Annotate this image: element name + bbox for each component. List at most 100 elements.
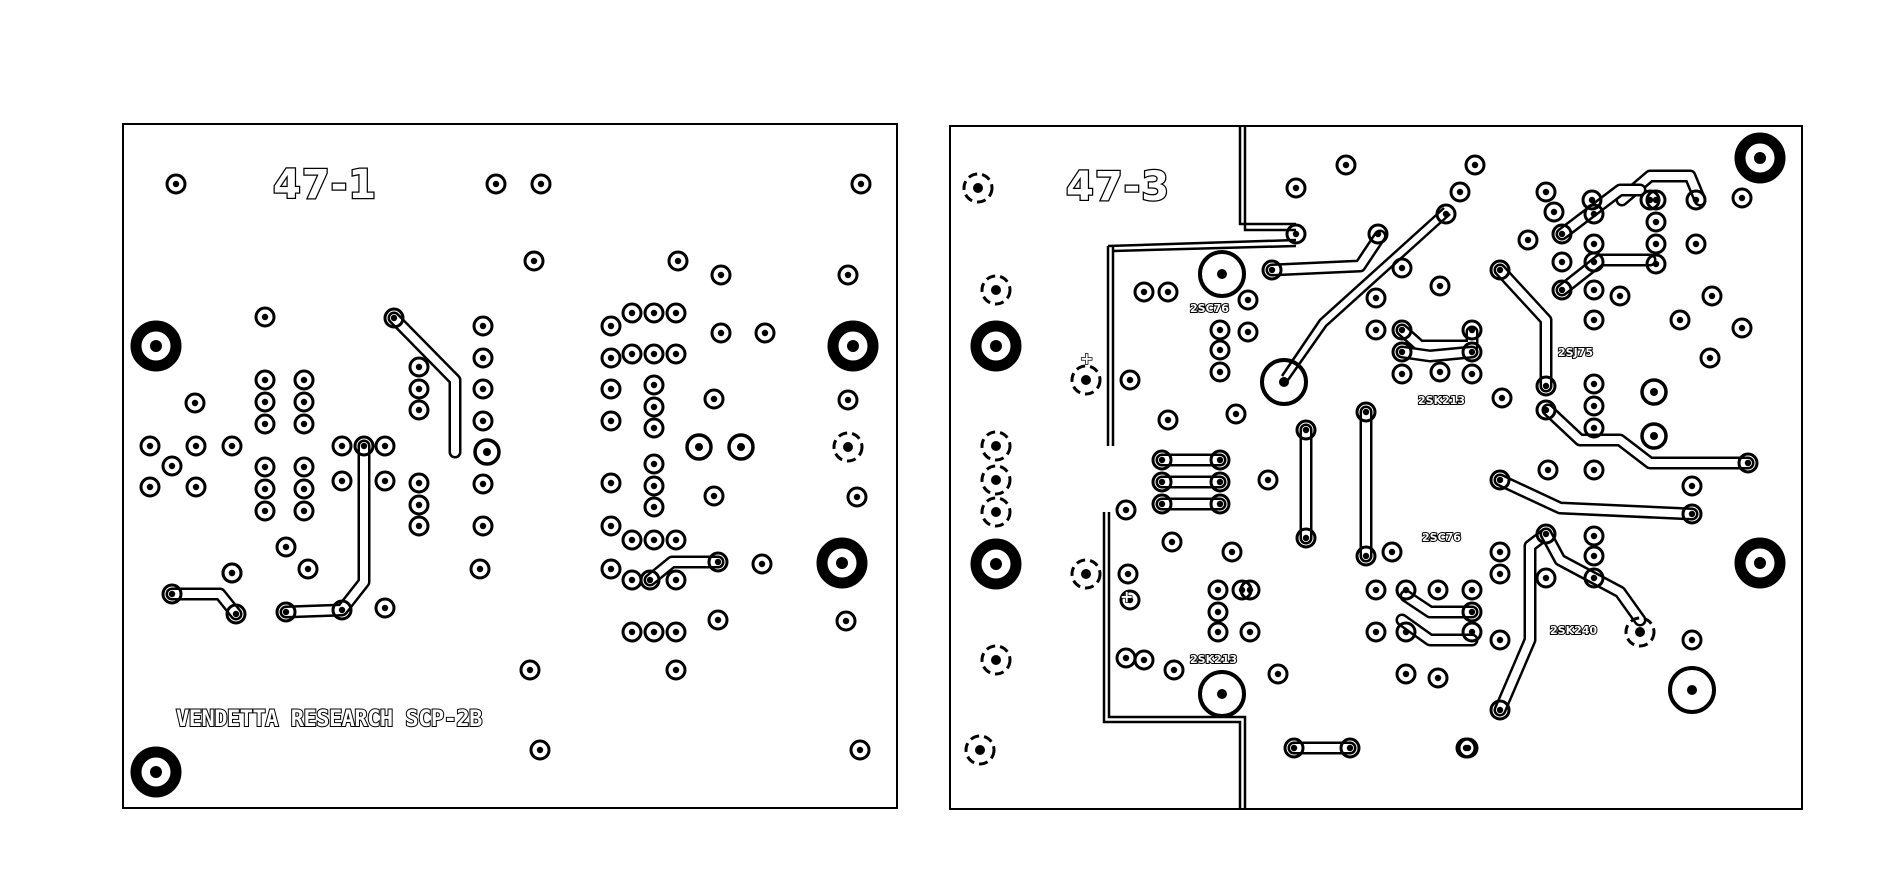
pad-right-68 (1239, 621, 1261, 643)
pad-left-70 (643, 374, 665, 396)
pad-right-0 (962, 172, 994, 204)
pad-right-70 (1163, 659, 1185, 681)
pad-left-80 (643, 529, 665, 551)
pad-left-69 (600, 378, 622, 400)
pad-right-10 (964, 734, 996, 766)
pad-right-87 (1551, 223, 1573, 245)
pad-right-88 (1551, 251, 1573, 273)
pad-right-29 (1133, 281, 1155, 303)
pad-right-1 (1734, 132, 1786, 184)
pad-left-81 (665, 529, 687, 551)
pad-right-37 (1391, 319, 1413, 341)
pad-right-83 (1283, 737, 1305, 759)
pad-right-67 (1239, 579, 1261, 601)
pad-right-53 (1151, 493, 1173, 515)
pad-right-116 (1535, 375, 1557, 397)
pad-right-14 (1198, 250, 1246, 298)
pad-right-39 (1391, 363, 1413, 385)
pad-right-58 (1295, 527, 1317, 549)
pad-left-33 (293, 413, 315, 435)
trace-right-0 (1265, 229, 1387, 277)
pad-left-82 (600, 558, 622, 580)
pad-left-10 (130, 746, 182, 798)
pad-right-2 (970, 320, 1022, 372)
pad-left-8 (130, 320, 182, 372)
pad-left-84 (639, 569, 661, 591)
pad-left-15 (472, 347, 494, 369)
trace-right-4 (1493, 263, 1553, 393)
pad-right-95 (1581, 189, 1603, 211)
pad-left-68 (665, 343, 687, 365)
pad-right-89 (1551, 279, 1573, 301)
pad-left-67 (643, 343, 665, 365)
pad-left-77 (600, 472, 622, 494)
pad-right-55 (1209, 471, 1231, 493)
pad-left-48 (353, 435, 375, 457)
pad-right-61 (1381, 541, 1403, 563)
pad-left-38 (293, 478, 315, 500)
pad-right-5 (980, 274, 1012, 306)
pad-right-98 (1645, 233, 1667, 255)
pad-left-97 (727, 433, 755, 461)
pad-right-60 (1355, 545, 1377, 567)
pad-right-22 (1285, 177, 1307, 199)
pad-right-133 (1681, 629, 1703, 651)
pad-right-42 (1461, 341, 1483, 363)
pad-right-64 (1207, 579, 1229, 601)
pad-left-85 (665, 569, 687, 591)
pad-right-84 (1339, 737, 1361, 759)
pad-right-31 (1237, 289, 1259, 311)
pad-right-24 (1367, 223, 1389, 245)
pad-left-5 (667, 250, 689, 272)
pad-right-19 (1464, 154, 1486, 176)
pad-left-41 (139, 435, 161, 457)
pad-left-61 (600, 315, 622, 337)
pad-left-18 (473, 438, 501, 466)
pad-right-120 (1583, 459, 1605, 481)
pad-right-35 (1237, 321, 1259, 343)
pad-right-112 (1640, 422, 1668, 450)
pad-right-65 (1207, 601, 1229, 623)
pad-right-110 (1583, 309, 1605, 331)
board-right: 47-3 2SC76 2SK213 2SJ75 2SK213 2SC76 2SK… (949, 125, 1803, 810)
pad-right-7 (980, 464, 1012, 496)
pad-right-18 (1335, 154, 1357, 176)
pad-right-44 (1119, 369, 1141, 391)
pad-right-131 (1583, 567, 1605, 589)
pad-left-66 (621, 343, 643, 365)
trace-l1 (387, 311, 462, 459)
pad-right-79 (1395, 663, 1417, 685)
pad-right-25 (1391, 257, 1413, 279)
pad-right-46 (1225, 403, 1247, 425)
pad-right-3 (970, 538, 1022, 590)
pad-right-73 (1395, 579, 1417, 601)
pad-right-108 (1731, 317, 1753, 339)
pad-right-102 (1685, 189, 1707, 211)
pad-left-4 (523, 250, 545, 272)
pad-left-6 (710, 264, 732, 286)
pad-right-40 (1429, 361, 1451, 383)
pad-left-96 (685, 433, 713, 461)
pad-left-40 (184, 392, 206, 414)
pad-right-126 (1489, 563, 1511, 585)
pad-left-47 (331, 435, 353, 457)
pad-right-90 (1583, 203, 1605, 225)
trace-right-2 (1555, 183, 1647, 241)
pad-right-128 (1535, 567, 1557, 589)
pad-left-9 (827, 320, 879, 372)
part-label-2sc76-a: 2SC76 (1190, 302, 1229, 315)
pad-left-34 (254, 456, 276, 478)
board-left: 47-1 VENDETTA RESEARCH SCP-2B (122, 123, 898, 809)
pad-right-129 (1583, 525, 1605, 547)
pad-right-104 (1731, 187, 1753, 209)
pad-left-16 (472, 378, 494, 400)
part-label-2sk213-b: 2SK213 (1190, 653, 1237, 666)
pad-left-83 (621, 569, 643, 591)
pad-left-25 (408, 472, 430, 494)
pad-right-9 (980, 644, 1012, 676)
pad-left-1 (485, 173, 507, 195)
pad-right-4 (1734, 537, 1786, 589)
board-left-outline (122, 123, 898, 809)
pad-right-8 (980, 496, 1012, 528)
